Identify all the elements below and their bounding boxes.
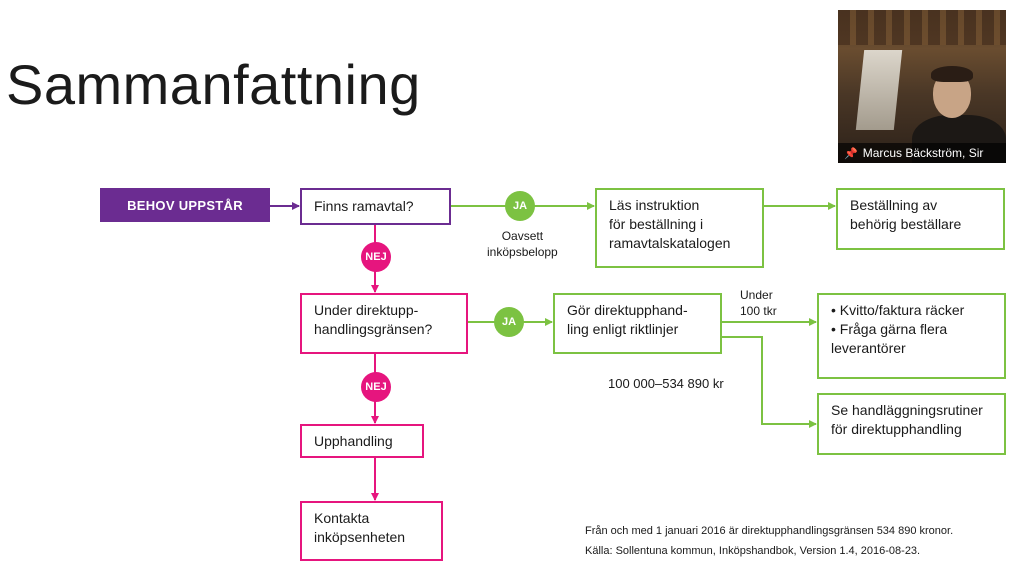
contact-purchasing-box: Kontakta inköpsenheten: [300, 501, 443, 561]
handling-routines-box: Se handläggningsrutiner för direktupphan…: [817, 393, 1006, 455]
footnote: Från och med 1 januari 2016 är direktupp…: [585, 521, 953, 561]
amount-range-label: 100 000–534 890 kr: [608, 376, 724, 391]
procurement-box-text: Upphandling: [314, 432, 393, 449]
video-background-wall: [838, 10, 1006, 45]
under-100-label: Under 100 tkr: [740, 288, 777, 318]
receipt-sufficient-box: • Kvitto/faktura räcker • Fråga gärna fl…: [817, 293, 1006, 379]
participant-video-thumbnail[interactable]: 📌 Marcus Bäckström, Sir: [838, 10, 1006, 163]
pin-icon[interactable]: 📌: [844, 147, 858, 160]
participant-name-bar: 📌 Marcus Bäckström, Sir: [838, 143, 1006, 163]
participant-hair: [931, 66, 973, 82]
no-badge-framework: NEJ: [361, 242, 391, 272]
participant-name: Marcus Bäckström, Sir: [862, 146, 984, 160]
slide-title: Sammanfattning: [6, 53, 421, 116]
question-framework-agreement-text: Finns ramavtal?: [314, 198, 414, 214]
start-box: BEHOV UPPSTÅR: [100, 188, 270, 222]
question-framework-agreement: Finns ramavtal?: [300, 188, 451, 225]
footnote-source: Källa: Sollentuna kommun, Inköpshandbok,…: [585, 545, 921, 557]
yes-badge-threshold: JA: [494, 307, 524, 337]
footnote-threshold: Från och med 1 januari 2016 är direktupp…: [585, 525, 954, 537]
arrow-direct-to-routines: [722, 336, 817, 428]
question-direct-threshold: Under direktupp- handlingsgränsen?: [300, 293, 468, 354]
yes-note-framework: Oavsett inköpsbelopp: [487, 229, 558, 259]
no-badge-threshold: NEJ: [361, 372, 391, 402]
procurement-box: Upphandling: [300, 424, 424, 458]
yes-badge-framework: JA: [505, 191, 535, 221]
read-instruction-box: Läs instruktion för beställning i ramavt…: [595, 188, 764, 268]
direct-procurement-box: Gör direktupphand- ling enligt riktlinje…: [553, 293, 722, 354]
order-by-authorized-box: Beställning av behörig beställare: [836, 188, 1005, 250]
